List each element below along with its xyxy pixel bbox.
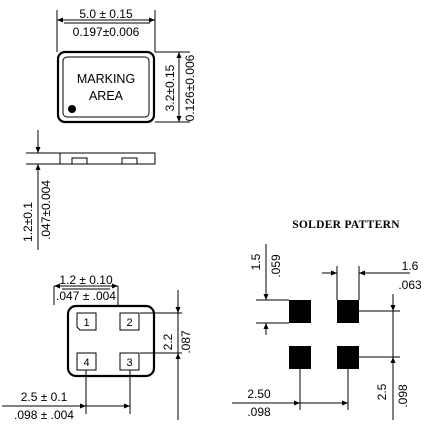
pad-pitch-h-mm: 2.5 ± 0.1 bbox=[21, 390, 68, 404]
pad-label-4: 4 bbox=[83, 357, 89, 369]
pad-label-1: 1 bbox=[83, 317, 89, 329]
side-view: 1.2±0.1 .047±0.004 bbox=[21, 130, 156, 250]
top-view: 5.0 ± 0.15 0.197±0.006 MARKING AREA 3.2±… bbox=[56, 7, 197, 124]
side-package bbox=[59, 152, 156, 165]
solder-pattern: SOLDER PATTERN 1.5 .059 1.6 .063 bbox=[232, 219, 422, 420]
solder-pitch-h-mm: 2.50 bbox=[247, 387, 271, 401]
solder-pad-2 bbox=[337, 300, 359, 323]
solder-pad-h-in: .059 bbox=[269, 254, 283, 278]
solder-pitch-v-mm: 2.5 bbox=[375, 383, 389, 400]
pad-label-3: 3 bbox=[126, 357, 132, 369]
package-outline bbox=[56, 50, 156, 124]
bottom-package-outline bbox=[66, 304, 156, 378]
top-height-in: 0.126±0.006 bbox=[183, 54, 197, 121]
pad-width-mm: 1.2 ± 0.10 bbox=[59, 273, 113, 287]
solder-pad-4 bbox=[289, 346, 311, 369]
solder-pad-w-in: .063 bbox=[398, 278, 422, 292]
pad-label-2: 2 bbox=[126, 317, 132, 329]
pin1-dot bbox=[68, 105, 76, 113]
bottom-view: 1.2 ± 0.10 .047 ± .004 1 2 4 3 2.2 .087 … bbox=[2, 273, 193, 422]
pad-width-in: .047 ± .004 bbox=[56, 289, 116, 303]
solder-pad-h-mm: 1.5 bbox=[249, 253, 263, 270]
top-width-in: 0.197±0.006 bbox=[73, 25, 140, 39]
package-lid bbox=[62, 56, 150, 118]
top-height-mm: 3.2±0.15 bbox=[163, 64, 177, 111]
marking-text-1: MARKING bbox=[77, 72, 135, 86]
solder-pattern-title: SOLDER PATTERN bbox=[292, 219, 400, 231]
top-width-mm: 5.0 ± 0.15 bbox=[79, 7, 133, 21]
side-thickness-in: .047±0.004 bbox=[39, 180, 53, 240]
solder-pad-1 bbox=[289, 300, 311, 323]
pad-2 bbox=[119, 312, 140, 331]
solder-pitch-h-in: .098 bbox=[247, 405, 271, 419]
side-thickness-mm: 1.2±0.1 bbox=[21, 202, 35, 242]
pad-pitch-v-in: .087 bbox=[179, 330, 193, 354]
solder-pad-w-mm: 1.6 bbox=[402, 259, 419, 273]
marking-text-2: AREA bbox=[89, 89, 124, 103]
pad-pitch-v-mm: 2.2 bbox=[161, 333, 175, 350]
pad-1 bbox=[76, 312, 97, 331]
solder-pitch-v-in: .098 bbox=[396, 384, 410, 408]
pad-pitch-h-in: .098 ± .004 bbox=[14, 408, 74, 422]
solder-pad-3 bbox=[337, 346, 359, 369]
